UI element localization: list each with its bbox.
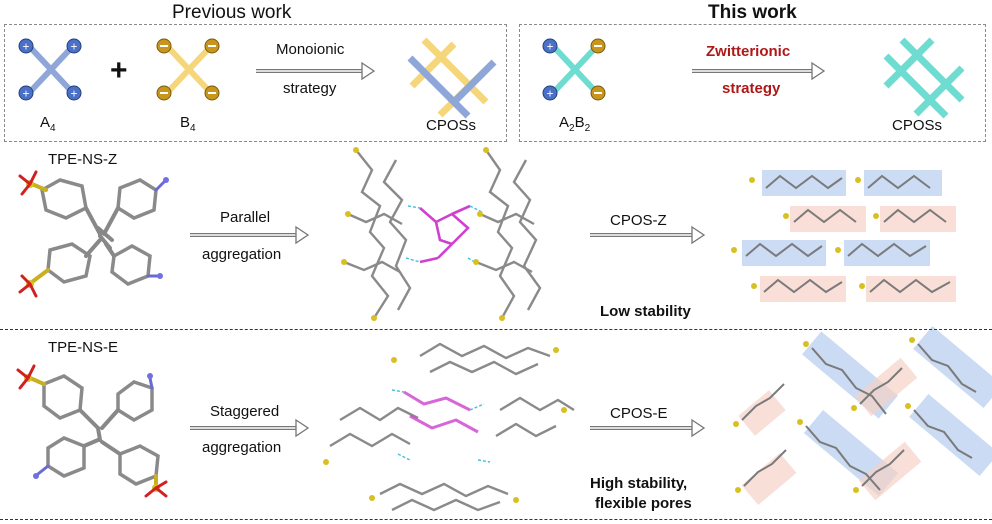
a2b2-label-b-subscript: 2 [584, 123, 591, 134]
parallel-packing-structure [343, 149, 542, 319]
hydrogen-bonds [405, 205, 483, 265]
minus-charge-icon [204, 85, 220, 101]
monoionic-arrow [256, 61, 376, 81]
cpos-e-packing-structure [733, 325, 992, 506]
a2b2-label-a: A [559, 114, 570, 131]
plus-charge-icon: + [18, 38, 34, 54]
b4-label-subscript: 4 [190, 123, 196, 134]
b4-monomer-icon [156, 38, 220, 101]
minus-charge-icon [156, 38, 172, 54]
a4-monomer-icon: + + + + [18, 38, 82, 101]
plus-charge-icon: + [542, 38, 558, 54]
this-work-box [519, 24, 986, 142]
tpe-ns-z-molecule-structure [18, 170, 169, 298]
b4-label-main: B [180, 114, 191, 131]
staggered-aggregation-label-line2: aggregation [202, 439, 282, 456]
svg-text:+: + [546, 87, 553, 101]
sulfonate-groups [341, 147, 505, 321]
svg-text:+: + [70, 40, 77, 54]
minus-charge-icon [156, 85, 172, 101]
a4-label: A4 [40, 115, 56, 134]
cpos-z-arrow [590, 225, 706, 245]
cposs-previous-label: CPOSs [426, 117, 477, 134]
monoionic-arrow-label-line1: Monoionic [276, 41, 345, 58]
parallel-aggregation-arrow [190, 225, 310, 245]
tpe-ns-e-molecule-structure [16, 364, 168, 498]
svg-text:+: + [546, 40, 553, 54]
minus-charge-icon [590, 38, 606, 54]
a4-label-subscript: 4 [50, 123, 56, 134]
plus-charge-icon: + [18, 85, 34, 101]
previous-work-box [4, 24, 507, 142]
zwitterionic-arrow-label-line2: strategy [722, 80, 781, 97]
b4-label: B4 [180, 115, 196, 134]
cpos-z-label: CPOS-Z [610, 212, 667, 229]
cposs-this-work-label: CPOSs [892, 117, 943, 134]
tpe-ns-z-label: TPE-NS-Z [48, 151, 118, 168]
magenta-unit [419, 204, 471, 264]
staggered-aggregation-label-line1: Staggered [210, 403, 280, 420]
svg-text:+: + [22, 40, 29, 54]
row-divider-middle [0, 329, 992, 330]
minus-charge-icon [204, 38, 220, 54]
plus-sign: + [110, 54, 128, 87]
svg-text:+: + [70, 87, 77, 101]
a4-label-main: A [40, 114, 51, 131]
monoionic-arrow-label-line2: strategy [283, 80, 337, 97]
hydrogen-bonds [391, 389, 491, 463]
cpos-e-arrow [590, 418, 706, 438]
high-stability-note-line1: High stability, [590, 475, 688, 492]
zwitterionic-arrow-label-line1: Zwitterionic [706, 43, 791, 60]
parallel-aggregation-label-line1: Parallel [220, 209, 271, 226]
a2b2-label: A2B2 [559, 115, 590, 134]
plus-charge-icon: + [542, 85, 558, 101]
low-stability-note: Low stability [600, 303, 691, 320]
cpos-e-label: CPOS-E [610, 405, 668, 422]
cposs-this-work-network-icon [883, 37, 965, 119]
previous-work-title: Previous work [172, 2, 292, 23]
a2b2-label-a-subscript: 2 [569, 123, 575, 134]
tpe-ns-e-label: TPE-NS-E [48, 339, 119, 356]
zwitterionic-arrow [692, 61, 826, 81]
svg-text:+: + [22, 87, 29, 101]
minus-charge-icon [590, 85, 606, 101]
cpos-z-packing-structure [731, 170, 956, 302]
row-divider-bottom [0, 519, 992, 520]
magenta-unit [403, 390, 479, 434]
parallel-aggregation-label-line2: aggregation [202, 246, 282, 263]
high-stability-note-line2: flexible pores [595, 495, 692, 512]
this-work-title: This work [708, 2, 797, 23]
a2b2-monomer-icon: + + [542, 38, 606, 101]
staggered-packing-structure [329, 342, 575, 512]
sulfonate-groups [323, 347, 567, 503]
cposs-previous-network-icon [407, 37, 497, 119]
plus-charge-icon: + [66, 38, 82, 54]
a2b2-label-b: B [574, 114, 585, 131]
plus-charge-icon: + [66, 85, 82, 101]
staggered-aggregation-arrow [190, 418, 310, 438]
